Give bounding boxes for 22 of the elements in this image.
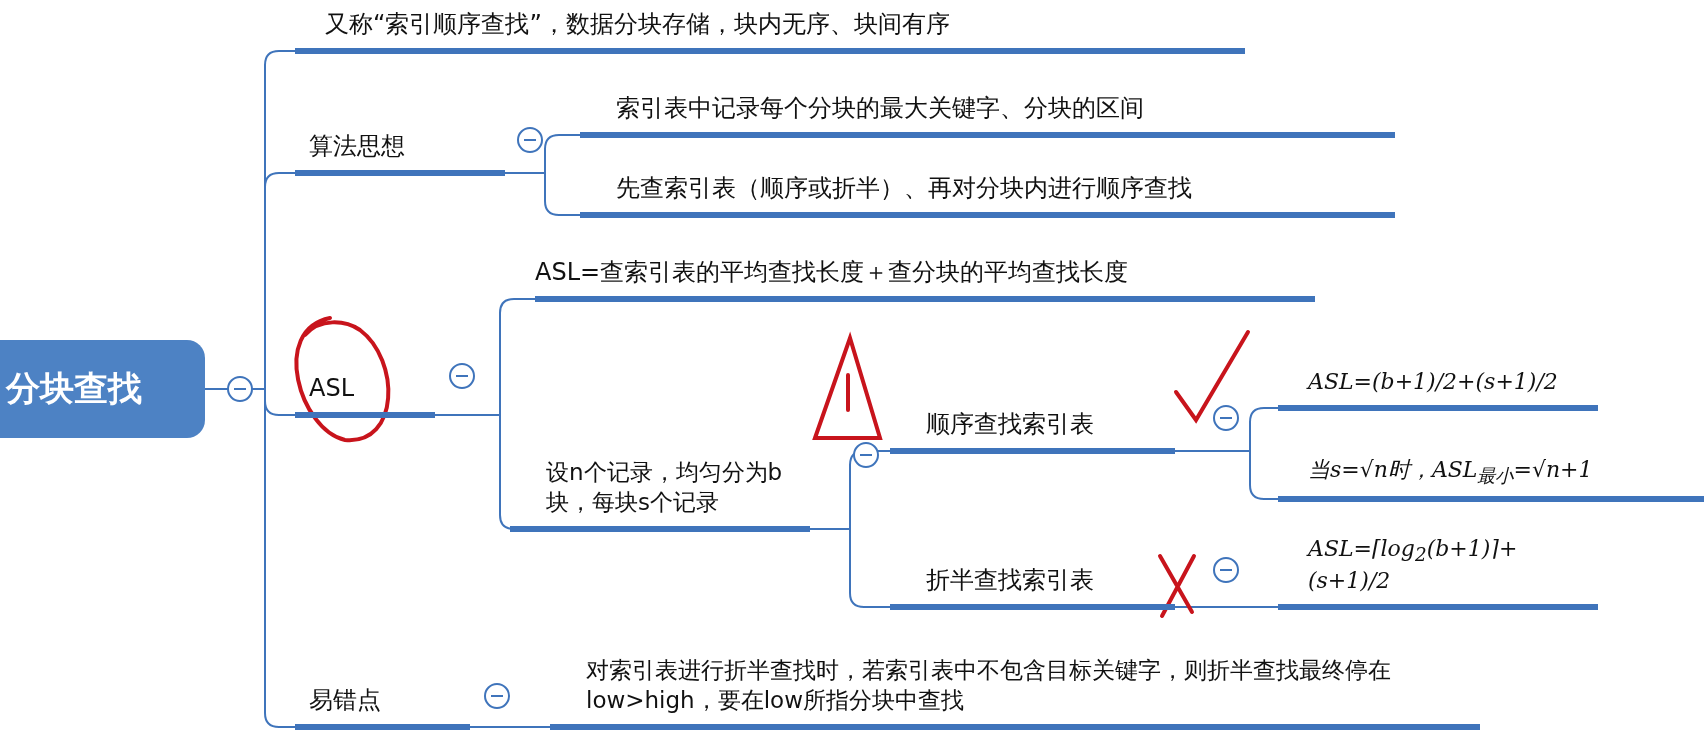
topic-text: ASL <box>309 372 355 404</box>
topic-text: 顺序查找索引表 <box>926 408 1094 440</box>
topic-text: 又称“索引顺序查找”，数据分块存储，块内无序、块间有序 <box>325 8 950 40</box>
topic-text: 易错点 <box>309 684 381 716</box>
topic-text: 设n个记录，均匀分为b块，每块s个记录 <box>546 458 784 518</box>
topic-text: 折半查找索引表 <box>926 564 1094 596</box>
topic-text: 先查索引表（顺序或折半）、再对分块内进行顺序查找 <box>616 172 1192 204</box>
topic-text: ASL=⌈log$_{2}$(b+1)⌉+(s+1)/2 <box>1308 535 1519 596</box>
topic-text: 索引表中记录每个分块的最大关键字、分块的区间 <box>616 92 1144 124</box>
connector-line <box>469 726 551 728</box>
topic-text: 分块查找 <box>6 367 142 410</box>
topic-text: 算法思想 <box>309 130 405 162</box>
topic-branch <box>1278 540 1598 610</box>
topic-text: ASL=查索引表的平均查找长度＋查分块的平均查找长度 <box>535 256 1129 288</box>
connector-line <box>809 528 891 608</box>
central-topic <box>0 340 205 438</box>
connector-line <box>1174 606 1279 608</box>
topic-text: ASL=(b+1)/2+(s+1)/2 <box>1308 368 1558 397</box>
topic-text: 对索引表进行折半查找时，若索引表中不包含目标关键字，则折半查找最终停在 low>high，要在low所指分块中查找 <box>586 656 1392 716</box>
topic-text: 当s=√n时，ASL$_{最小}$=√n+1 <box>1308 455 1593 488</box>
connector-line <box>1174 450 1279 500</box>
connector-line <box>504 172 581 216</box>
